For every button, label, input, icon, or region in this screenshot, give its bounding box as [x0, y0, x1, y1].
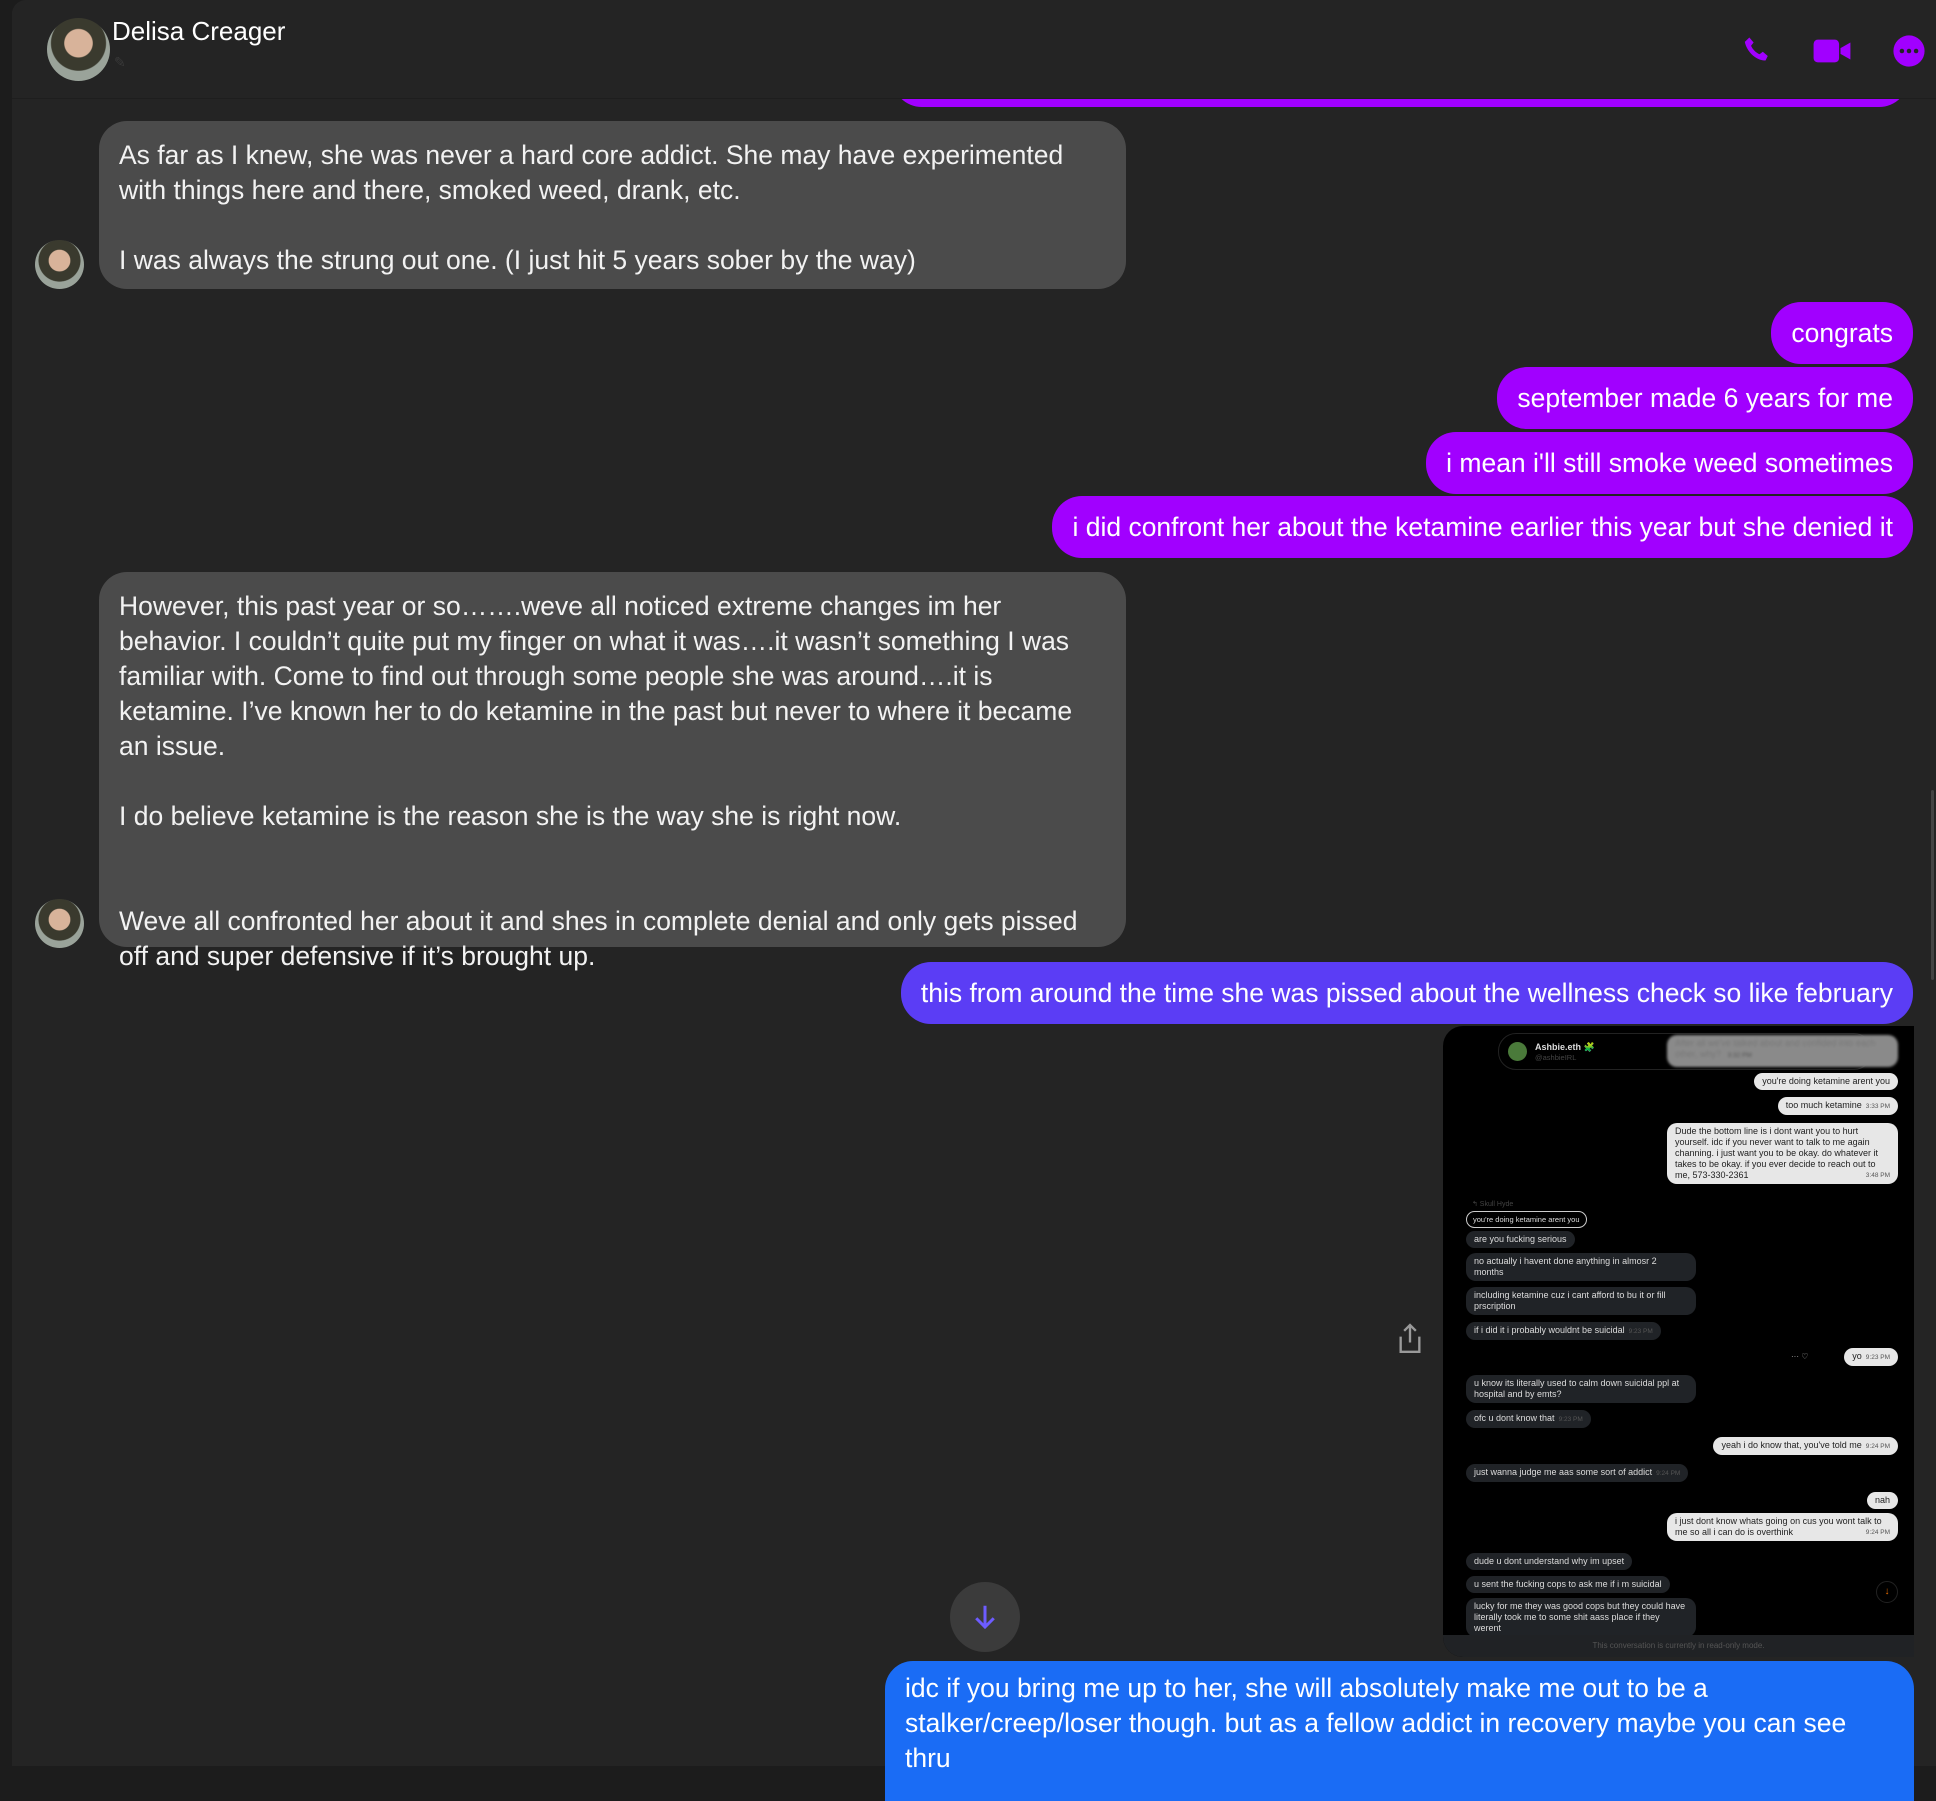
shot-msg: are you fucking serious: [1466, 1231, 1575, 1248]
message-bubble-sent[interactable]: september made 6 years for me: [1497, 367, 1913, 429]
arrow-down-icon: [975, 1605, 995, 1630]
shot-msg: including ketamine cuz i cant afford to …: [1466, 1287, 1696, 1315]
message-bubble-sent[interactable]: idc if you bring me up to her, she will …: [885, 1661, 1914, 1801]
scroll-down-icon: ↓: [1876, 1581, 1898, 1603]
chat-header: Delisa Creager ✎: [12, 0, 1936, 99]
contact-name[interactable]: Delisa Creager: [112, 16, 286, 46]
shot-msg: Dude the bottom line is i dont want you …: [1667, 1123, 1898, 1184]
shot-msg: if i did it i probably wouldnt be suicid…: [1466, 1322, 1661, 1340]
message-bubble-sent[interactable]: i mean i'll still smoke weed sometimes: [1426, 432, 1913, 494]
video-camera-icon[interactable]: [1812, 34, 1852, 68]
shot-msg: dude u dont understand why im upset: [1466, 1553, 1633, 1570]
reply-label: ↰ Skull Hyde: [1472, 1201, 1514, 1208]
shot-msg: lucky for me they was good cops but they…: [1466, 1598, 1696, 1637]
blurred-message: After all we've talked about and confide…: [1667, 1035, 1898, 1067]
shot-msg: no actually i havent done anything in al…: [1466, 1253, 1696, 1281]
scrollbar[interactable]: [1931, 790, 1934, 980]
message-bubble-sent[interactable]: congrats: [1771, 302, 1913, 364]
more-icon: ··· ♡: [1791, 1352, 1809, 1361]
profile-pill: Ashbie.eth 🧩 @ashbieIRL: [1498, 1033, 1872, 1070]
shot-msg: you're doing ketamine arent you: [1754, 1073, 1898, 1090]
phone-icon[interactable]: [1740, 34, 1774, 68]
profile-name: Ashbie.eth 🧩: [1535, 1042, 1595, 1052]
profile-avatar: [1508, 1042, 1527, 1061]
shot-msg: i just dont know whats going on cus you …: [1667, 1513, 1898, 1541]
contact-avatar-small: [35, 240, 84, 289]
message-bubble-sent[interactable]: this from around the time she was pissed…: [900, 962, 1913, 1024]
shot-msg: u know its literally used to calm down s…: [1466, 1375, 1696, 1403]
contact-avatar-small: [35, 899, 84, 948]
shot-msg: nah: [1866, 1492, 1898, 1509]
muted-icon: ✎: [114, 54, 126, 70]
message-bubble-received[interactable]: As far as I knew, she was never a hard c…: [99, 121, 1126, 289]
share-icon[interactable]: [1396, 1322, 1424, 1356]
read-only-notice: This conversation is currently in read-o…: [1443, 1635, 1914, 1657]
profile-handle: @ashbieIRL: [1535, 1053, 1577, 1062]
shot-msg: u sent the fucking cops to ask me if i m…: [1466, 1576, 1670, 1593]
message-bubble-sent[interactable]: i did confront her about the ketamine ea…: [1052, 496, 1913, 558]
attached-screenshot[interactable]: Ashbie.eth 🧩 @ashbieIRL After all we've …: [1443, 1026, 1914, 1657]
reply-quote: you're doing ketamine arent you: [1466, 1211, 1587, 1228]
message-bubble-received[interactable]: However, this past year or so…….weve all…: [99, 572, 1126, 971]
shot-msg: just wanna judge me aas some sort of add…: [1466, 1464, 1689, 1482]
more-options-icon[interactable]: [1892, 34, 1926, 68]
contact-avatar[interactable]: [47, 18, 110, 81]
scroll-to-bottom-button[interactable]: [950, 1582, 1020, 1652]
